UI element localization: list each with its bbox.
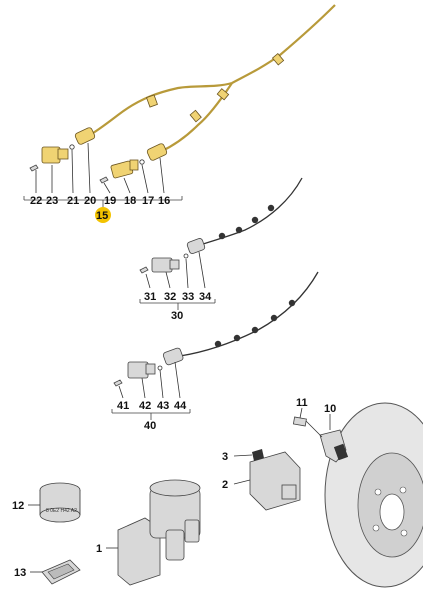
label-30: 30 xyxy=(171,310,183,322)
label-41: 41 xyxy=(117,400,129,412)
brake-disc-and-speed-sensor xyxy=(292,402,423,588)
label-19: 19 xyxy=(104,195,116,207)
label-10: 10 xyxy=(324,403,336,415)
part-labels: 22 23 21 20 19 18 17 16 15 31 32 33 34 3… xyxy=(12,195,336,579)
label-11: 11 xyxy=(296,397,308,409)
label-12: 12 xyxy=(12,500,24,512)
bushing-12: 8 0E2 H42 A2 xyxy=(28,482,81,523)
label-40: 40 xyxy=(144,420,156,432)
sensor-assembly-30 xyxy=(139,177,303,310)
label-44: 44 xyxy=(174,400,187,412)
label-42: 42 xyxy=(139,400,151,412)
label-32: 32 xyxy=(164,291,176,303)
label-20: 20 xyxy=(84,195,96,207)
label-33: 33 xyxy=(182,291,194,303)
label-43: 43 xyxy=(157,400,169,412)
hydraulic-unit-1 xyxy=(106,479,201,586)
label-2: 2 xyxy=(222,479,228,491)
harness-assembly-15 xyxy=(23,4,336,207)
control-unit-2 xyxy=(233,449,301,511)
highlight-15 xyxy=(95,207,111,223)
label-15: 15 xyxy=(96,210,108,222)
label-31: 31 xyxy=(144,291,156,303)
label-34: 34 xyxy=(199,291,212,303)
label-1: 1 xyxy=(96,543,102,555)
label-22: 22 xyxy=(30,195,42,207)
label-17: 17 xyxy=(142,195,154,207)
label-21: 21 xyxy=(67,195,79,207)
label-18: 18 xyxy=(124,195,136,207)
sensor-assembly-40 xyxy=(111,271,319,420)
label-23: 23 xyxy=(46,195,58,207)
label-16: 16 xyxy=(158,195,170,207)
cap-13 xyxy=(30,559,81,585)
label-3: 3 xyxy=(222,451,228,463)
part12-marking: 8 0E2 H42 A2 xyxy=(46,508,77,514)
label-13: 13 xyxy=(14,567,26,579)
